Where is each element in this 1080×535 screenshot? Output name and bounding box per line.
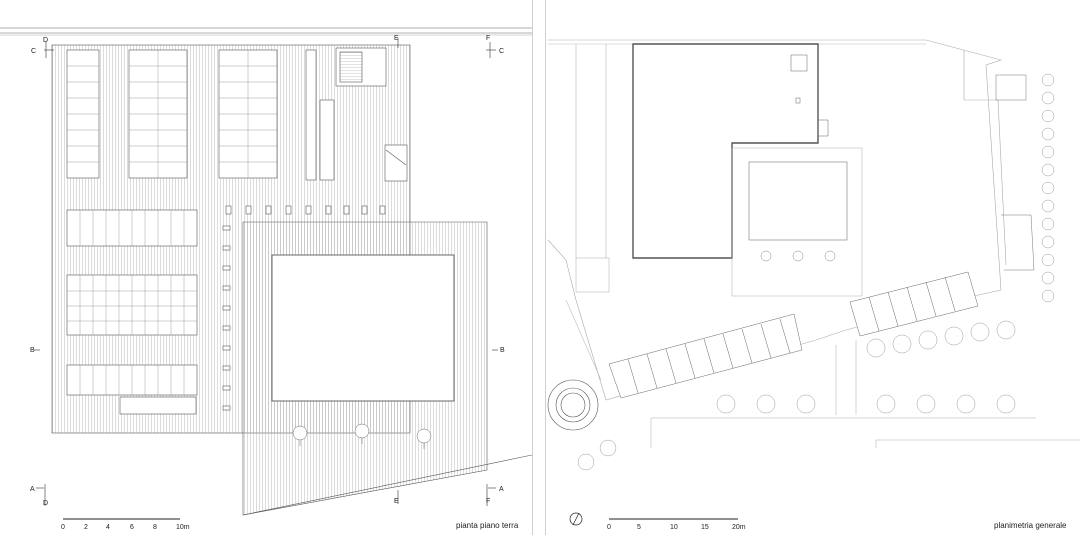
pavilion-row-right (849, 271, 979, 337)
section-mark-b-left: B (30, 347, 35, 354)
tree-row-right (1041, 73, 1055, 303)
column-row-vertical (222, 225, 231, 411)
classroom-grid-lines-lower (67, 210, 197, 395)
scale-label: 0 (607, 524, 611, 531)
scale-label: 10m (176, 524, 190, 531)
section-mark-b-right: B (500, 347, 505, 354)
scale-label: 2 (84, 524, 88, 531)
scale-label: 0 (61, 524, 65, 531)
ground-floor-plan-drawing: C C B B A A D D E E F F 0 2 4 6 8 10m pi… (0, 27, 532, 531)
drawing-caption: pianta piano terra (456, 521, 519, 530)
scale-label: 20m (732, 524, 746, 531)
column-row (225, 205, 386, 215)
roof-skylight (790, 54, 808, 72)
ground-floor-plan-panel: C C B B A A D D E E F F 0 2 4 6 8 10m pi… (0, 0, 533, 535)
scale-label: 8 (153, 524, 157, 531)
scale-label: 15 (701, 524, 709, 531)
section-mark-c-left: C (31, 48, 36, 55)
site-plan-drawing: 0 5 10 15 20m planimetria generale (547, 39, 1080, 531)
section-mark-d-bottom: D (43, 500, 48, 507)
section-mark-d-top: D (43, 37, 48, 44)
section-mark-c-right: C (499, 48, 504, 55)
stair-core (305, 47, 408, 182)
street-edge (0, 27, 532, 36)
site-plan-panel: 0 5 10 15 20m planimetria generale (545, 0, 1080, 535)
paths (650, 340, 1080, 448)
courtyard-outline (731, 147, 863, 297)
tree-symbols (292, 423, 432, 449)
section-mark-f-bottom: F (486, 498, 490, 505)
left-site-strip (565, 44, 610, 381)
classroom-grid-lines-top (67, 50, 277, 178)
scale-label: 6 (130, 524, 134, 531)
right-wing (963, 50, 1007, 266)
scale-label: 5 (637, 524, 641, 531)
round-pavilion (547, 379, 599, 431)
right-wing-units (995, 74, 1035, 271)
north-arrow-icon (569, 512, 583, 526)
section-mark-e-bottom: E (394, 498, 399, 505)
pavilion-row-left (608, 313, 803, 399)
main-building-footprint (632, 43, 819, 259)
courtyard-trees (760, 250, 836, 262)
section-mark-a-left: A (30, 486, 35, 493)
section-mark-f-top: F (486, 35, 490, 42)
site-boundary-diagonal (242, 454, 532, 516)
section-mark-a-right: A (499, 486, 504, 493)
scale-label: 10 (670, 524, 678, 531)
scale-label: 4 (106, 524, 110, 531)
courtyard-void (271, 254, 455, 402)
section-mark-e-top: E (394, 35, 399, 42)
roof-detail (795, 97, 801, 104)
drawing-caption: planimetria generale (994, 521, 1067, 530)
courtyard-inner (748, 161, 848, 241)
building-annex (817, 119, 829, 137)
tree-row-middle (577, 320, 1016, 471)
section-lines (34, 38, 498, 506)
